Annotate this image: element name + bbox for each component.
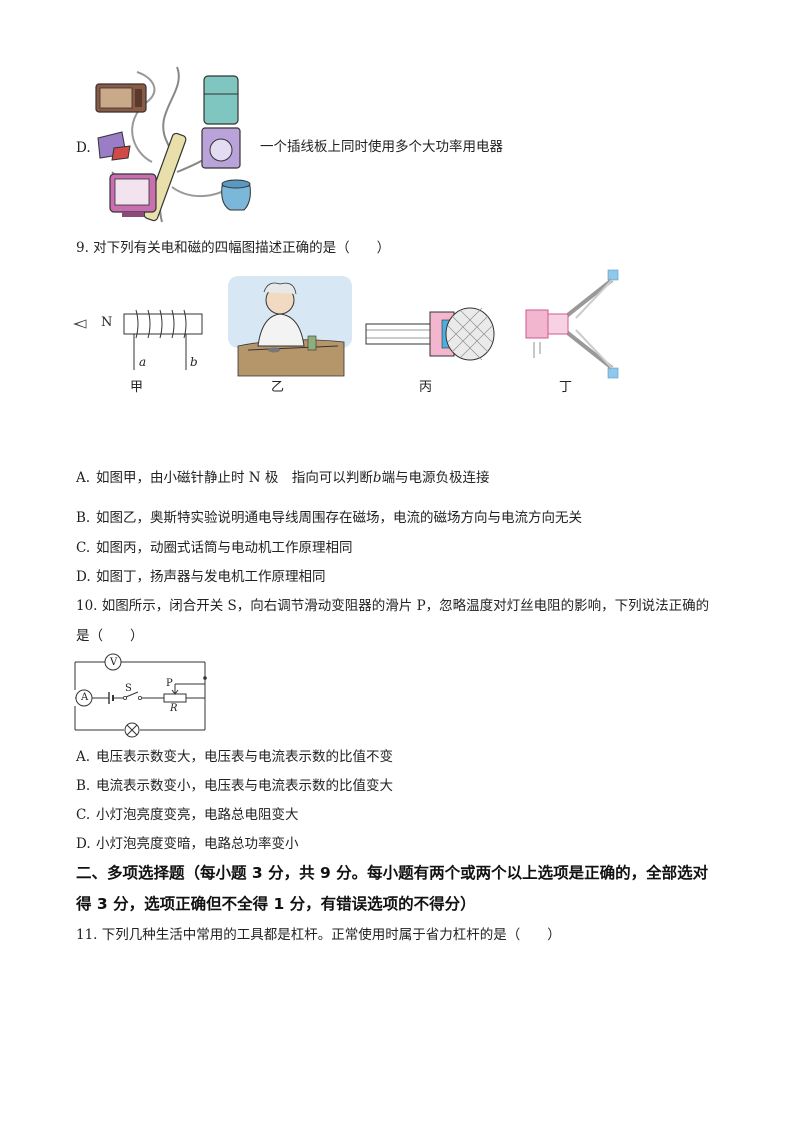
power-strip-illustration	[95, 66, 251, 223]
q10-option-d-text: 小灯泡亮度变暗，电路总功率变小	[96, 836, 299, 852]
caption-bing: 丙	[419, 380, 433, 395]
switch-label: S	[125, 683, 132, 694]
q9-option-b-text: 如图乙，奥斯特实验说明通电导线周围存在磁场，电流的磁场方向与电流方向无关	[96, 510, 582, 526]
question-9-stem: 9. 对下列有关电和磁的四幅图描述正确的是（ ）	[76, 240, 391, 256]
question-10-stem-line2: 是（ ）	[76, 628, 144, 644]
figure-jia-solenoid	[73, 309, 203, 370]
slider-label: P	[166, 678, 173, 689]
q9-option-b-label: B.	[76, 510, 91, 526]
section-2-heading-line1: 二、多项选择题（每小题 3 分，共 9 分。每小题有两个或两个以上选项是正确的，…	[76, 864, 709, 882]
caption-ding: 丁	[559, 380, 573, 395]
q10-option-c-label: C.	[76, 807, 91, 823]
q10-option-c-text: 小灯泡亮度变亮，电路总电阻变大	[96, 807, 299, 823]
label-b: b	[190, 355, 198, 369]
figure-yi-oersted	[228, 276, 352, 377]
figure-bing-microphone	[365, 307, 495, 361]
label-a: a	[139, 355, 147, 369]
ammeter-label: A	[81, 692, 89, 703]
q10-option-b-label: B.	[76, 778, 91, 794]
label-n-pole: N	[101, 315, 113, 330]
q10-option-d-label: D.	[76, 836, 91, 852]
caption-yi: 乙	[271, 380, 285, 395]
question-10-stem-line1: 10. 如图所示，闭合开关 S，向右调节滑动变阻器的滑片 P，忽略温度对灯丝电阻…	[76, 598, 710, 614]
option-d-text: 一个插线板上同时使用多个大功率用电器	[260, 139, 503, 155]
q10-option-b-text: 电流表示数变小，电压表与电流表示数的比值变大	[96, 778, 393, 794]
figure-ding-speaker	[525, 269, 619, 379]
q9-option-a-text: 如图甲，由小磁针静止时 N 极 指向可以判断b端与电源负极连接	[96, 470, 490, 486]
question-11-stem: 11. 下列几种生活中常用的工具都是杠杆。正常使用时属于省力杠杆的是（ ）	[76, 927, 561, 943]
q9-option-d-text: 如图丁，扬声器与发电机工作原理相同	[96, 569, 326, 585]
circuit-diagram	[74, 653, 207, 738]
q9-option-a-label: A.	[76, 470, 91, 486]
voltmeter-label: V	[110, 657, 118, 668]
q9-option-c-label: C.	[76, 540, 91, 556]
caption-jia: 甲	[130, 380, 144, 395]
q10-option-a-text: 电压表示数变大，电压表与电流表示数的比值不变	[96, 749, 393, 765]
q9-option-c-text: 如图丙，动圈式话筒与电动机工作原理相同	[96, 540, 353, 556]
q10-option-a-label: A.	[76, 749, 91, 765]
section-2-heading-line2: 得 3 分，选项正确但不全得 1 分，有错误选项的不得分）	[76, 895, 476, 913]
option-d-label: D.	[76, 140, 91, 156]
rheostat-label: R	[170, 703, 178, 714]
q9-option-d-label: D.	[76, 569, 91, 585]
